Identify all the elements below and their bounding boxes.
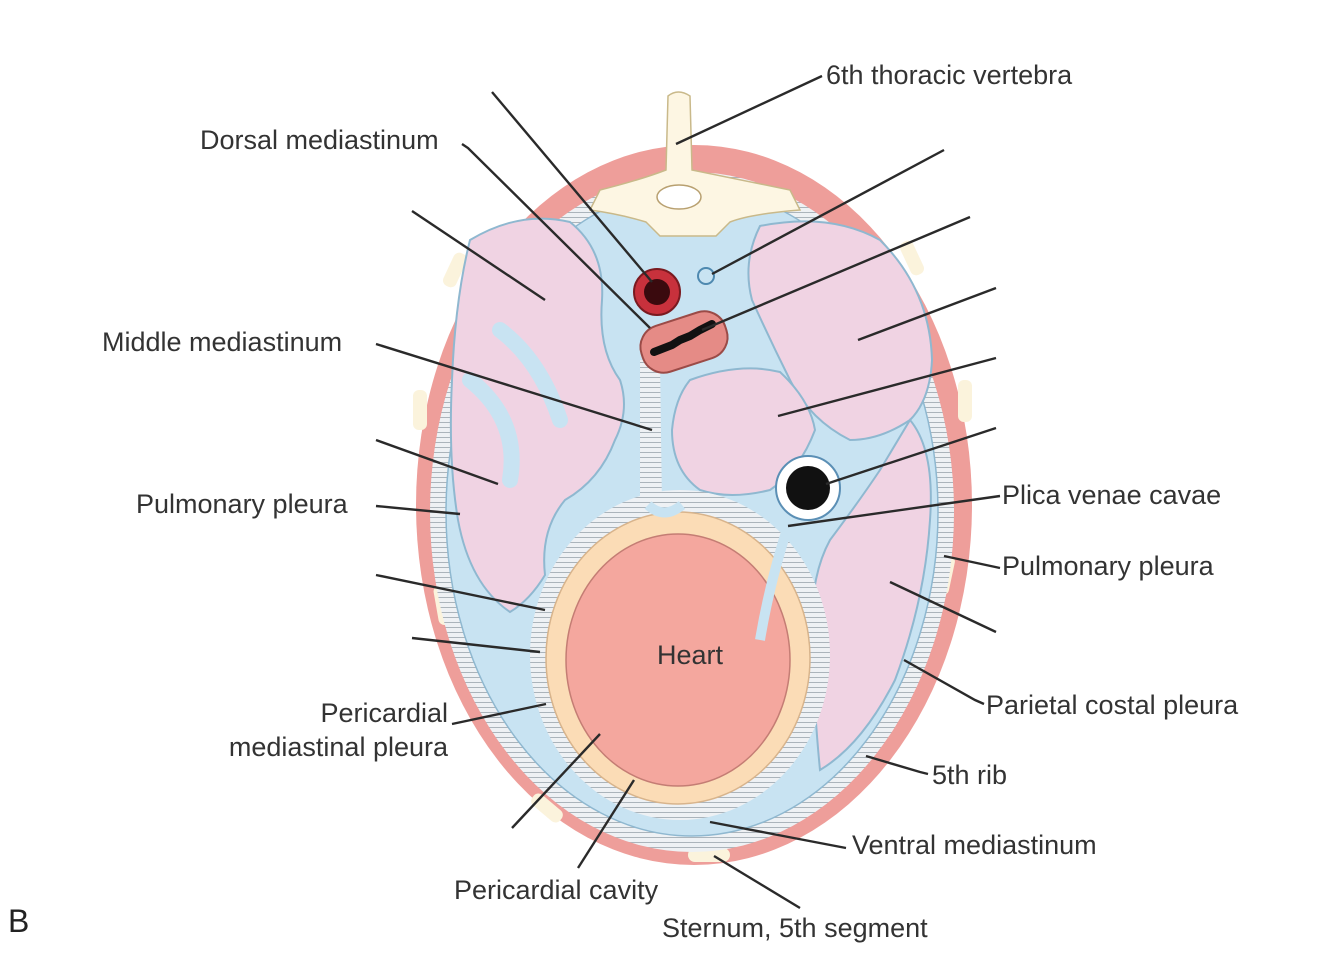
label-6th-thoracic-vertebra: 6th thoracic vertebra (826, 60, 1073, 90)
leader-lines (375, 74, 1001, 910)
leader-pericardial-hatch (411, 636, 541, 654)
right-lung-lower (810, 418, 932, 772)
label-dorsal-mediastinum: Dorsal mediastinum (200, 125, 439, 155)
rib-segment (958, 380, 972, 422)
leader-thoracic-duct (711, 148, 945, 276)
panel-letter: B (8, 903, 29, 939)
label-heart: Heart (657, 640, 724, 670)
rib-segment (443, 252, 467, 288)
left-lung-fissure (462, 322, 568, 488)
leader-pericardial-mediastinal-pleura (451, 702, 547, 726)
leader-thoracic-vertebra (675, 74, 823, 146)
leader-caudal-vena-cava (825, 426, 997, 486)
leader-dorsal-mediastinum (461, 143, 651, 329)
leader-pulmonary-pleura-left (375, 504, 461, 516)
label-pulmonary-pleura-right: Pulmonary pleura (1002, 551, 1215, 581)
leader-5th-rib (865, 754, 929, 776)
accessory-lung-lobe (670, 367, 817, 496)
leader-left-lung (411, 210, 546, 301)
label-pericardial-mediastinal-pleura-line2: mediastinal pleura (229, 732, 449, 762)
leader-middle-mediastinum (375, 342, 653, 432)
leader-aorta (491, 91, 653, 283)
leader-left-lung-lower (375, 438, 499, 486)
label-parietal-costal-pleura: Parietal costal pleura (986, 690, 1239, 720)
aorta-lumen (644, 279, 670, 305)
leader-accessory-lobe (777, 356, 997, 418)
left-lung (449, 217, 625, 614)
leader-plica-venae-cavae (787, 494, 1001, 528)
leader-sternum (713, 854, 801, 910)
leader-right-lung-lower (889, 580, 997, 634)
label-pericardial-mediastinal-pleura-line1: Pericardial (320, 698, 448, 728)
caudal-vena-cava (786, 466, 830, 510)
mediastinal-septum (640, 360, 662, 510)
leader-pericardial-cavity (576, 779, 636, 869)
heart (565, 533, 791, 787)
vertebral-foramen (656, 184, 702, 210)
pericardial-gap (644, 500, 686, 518)
leader-ventral-mediastinum (709, 820, 847, 850)
leader-pericardium (375, 573, 546, 612)
leader-parietal-costal-pleura (903, 658, 985, 706)
rib-segment (900, 240, 924, 276)
rib-segment (413, 390, 427, 430)
label-plica-venae-cavae: Plica venae cavae (1002, 480, 1221, 510)
label-ventral-mediastinum: Ventral mediastinum (852, 830, 1097, 860)
label-5th-rib: 5th rib (932, 760, 1007, 790)
label-pulmonary-pleura-left: Pulmonary pleura (136, 489, 349, 519)
leader-heart-wall (511, 733, 601, 829)
leader-pulmonary-pleura-right (943, 554, 1001, 570)
plica-venae-cavae (755, 518, 795, 641)
label-pericardial-cavity: Pericardial cavity (454, 875, 659, 905)
thoracic-duct (697, 267, 715, 285)
leader-right-lung (857, 286, 997, 342)
right-lung-upper (747, 220, 934, 442)
label-sternum: Sternum, 5th segment (662, 913, 928, 943)
leader-esophagus (701, 215, 971, 332)
thoracic-vertebra (588, 91, 802, 237)
label-middle-mediastinum: Middle mediastinum (102, 327, 342, 357)
